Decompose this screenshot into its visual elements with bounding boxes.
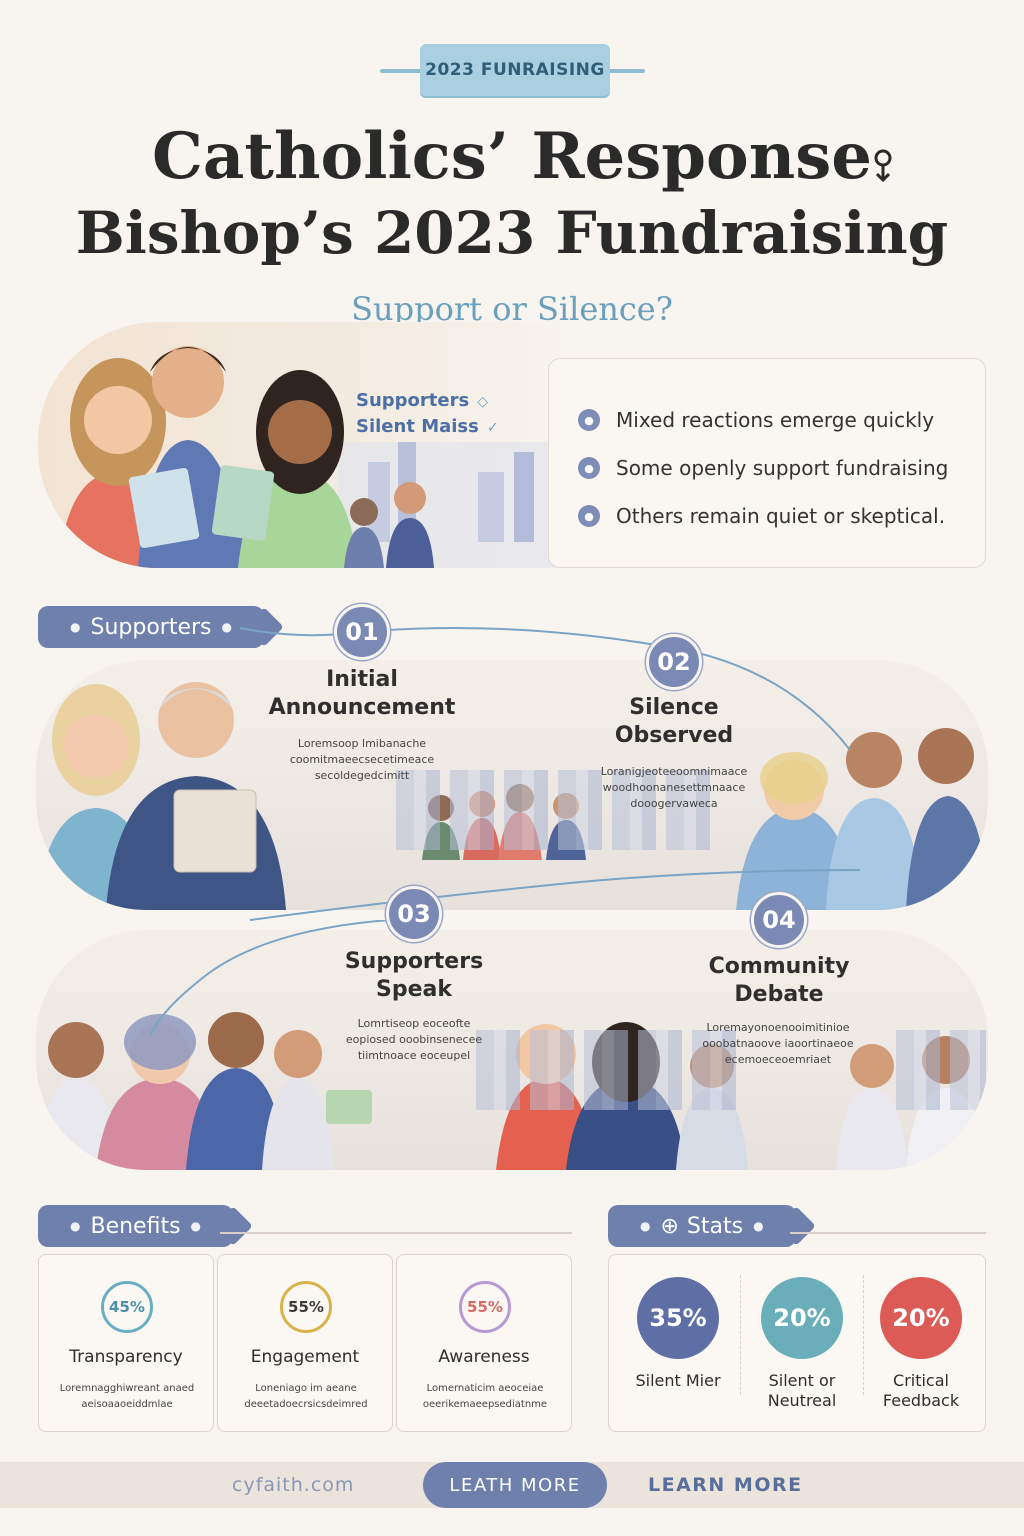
reaction-list: ● Mixed reactions emerge quickly ● Some op… [578, 396, 948, 540]
section-pill-benefits: ● Benefits ● [38, 1205, 234, 1247]
stat-divider [863, 1275, 864, 1395]
step-description: Loranigjeoteeoomnimaace woodhoonanesettm… [600, 765, 748, 810]
reaction-item: ● Some openly support fundraising [578, 444, 948, 492]
benefit-badge-icon: 55% [280, 1281, 332, 1333]
step-number-03: 03 [386, 886, 442, 942]
step-title-line: Announcement [268, 695, 456, 720]
benefit-badge-icon: 45% [101, 1281, 153, 1333]
stat-circle: 35% [637, 1277, 719, 1359]
dot-icon: ● [753, 1219, 764, 1233]
section-label: Supporters [90, 614, 212, 640]
stat-label: Silent Mier [635, 1371, 721, 1390]
section-label: Stats [686, 1213, 744, 1239]
stats-icon: ⊕ [660, 1213, 679, 1239]
step-title-line: Observed [614, 723, 734, 748]
dot-icon: ● [70, 620, 81, 634]
reaction-text: Others remain quiet or skeptical. [616, 504, 946, 528]
stat-circle: 20% [880, 1277, 962, 1359]
step-title-line: Debate [734, 982, 824, 1007]
stat-label: Silent or Neutreal [767, 1371, 837, 1410]
step-title: Community Debate [679, 953, 879, 1009]
step-number-01: 01 [334, 604, 390, 660]
legend-label: Supporters [356, 390, 470, 411]
city-skyline [396, 770, 716, 850]
step-title-line: Silence [629, 695, 719, 720]
city-skyline [896, 1030, 986, 1110]
benefit-badge-icon: 55% [459, 1281, 511, 1333]
benefit-card-awareness: 55% Awareness Lomernaticim aeoceiae oeer… [396, 1254, 572, 1432]
step-title: Silence Observed [574, 694, 774, 750]
reaction-text: Some openly support fundraising [616, 456, 949, 480]
bullet-icon: ● [578, 457, 600, 479]
header-ribbon: 2023 FUNRAISING [0, 44, 1024, 96]
stat-divider [740, 1275, 741, 1395]
timeline-connector-curve [149, 920, 391, 1037]
benefit-description: Loremnagghiwreant anaed aeisoaaoeiddmlae [59, 1383, 195, 1410]
benefit-title: Awareness [438, 1347, 530, 1367]
section-pill-stats: ● ⊕ Stats ● [608, 1205, 796, 1247]
title-line-1: Catholics’ Response [151, 119, 873, 194]
benefit-title: Engagement [250, 1347, 360, 1367]
dot-icon: ● [640, 1219, 651, 1233]
section-label: Benefits [90, 1213, 181, 1239]
step-title-line: Community [708, 954, 850, 979]
step-description: Loremsoop lmibanache coomitmaeecsecetime… [289, 737, 435, 782]
bullet-icon: ● [578, 505, 600, 527]
step-description: Lomrtiseop eoceofte eopiosed ooobinsenec… [345, 1017, 483, 1062]
benefit-description: Loneniago im aeane deeetadoecrsicsdeimre… [244, 1383, 368, 1410]
ribbon-tail-right [585, 69, 645, 73]
timeline-band-bottom [36, 930, 988, 1170]
intro-legend: Supporters ◇ Silent Maiss ✓ [356, 390, 499, 442]
benefit-title: Transparency [69, 1347, 183, 1367]
legend-item-silent: Silent Maiss ✓ [356, 416, 499, 442]
step-title: Supporters Speak [314, 948, 514, 1004]
section-pill-supporters: ● Supporters ● [38, 606, 264, 648]
dot-icon: ● [190, 1219, 202, 1233]
dot-icon: ● [221, 620, 232, 634]
supporters-group-illustration [58, 346, 578, 568]
step-title-line: Supporters [344, 949, 484, 974]
step-title-line: Speak [376, 977, 452, 1002]
timeline-band-top [36, 660, 988, 910]
step-title: Initial Announcement [262, 666, 462, 722]
check-icon: ✓ [486, 420, 499, 436]
intro-summary-card [548, 358, 986, 568]
benefit-card-engagement: 55% Engagement Loneniago im aeane deeeta… [217, 1254, 393, 1432]
section-divider [220, 1232, 572, 1234]
footer-learn-more-link[interactable]: LEARN MORE [648, 1474, 803, 1496]
step-description: Loremayonoenooimitinioe ooobatnaoove iao… [702, 1021, 854, 1066]
timeline-connector [239, 627, 861, 921]
benefit-card-transparency: 45% Transparency Loremnagghiwreant anaed… [38, 1254, 214, 1432]
title-line-2: Bishop’s 2023 Fundraising [75, 199, 949, 267]
ribbon-tail-left [380, 69, 440, 73]
reaction-item: ● Others remain quiet or skeptical. [578, 492, 948, 540]
step-title-line: Initial [326, 667, 398, 692]
page-subtitle: Support or Silence? [351, 290, 673, 328]
legend-label: Silent Maiss [356, 416, 479, 437]
diamond-icon: ◇ [477, 394, 488, 410]
year-banner: 2023 FUNRAISING [420, 44, 610, 96]
legend-item-supporters: Supporters ◇ [356, 390, 499, 416]
step-number-04: 04 [751, 892, 807, 948]
bullet-icon: ● [578, 409, 600, 431]
stat-label: Critical Feedback [882, 1371, 960, 1410]
reaction-text: Mixed reactions emerge quickly [616, 408, 935, 432]
stat-circle: 20% [761, 1277, 843, 1359]
benefit-description: Lomernaticim aeoceiae oeerikemaeepsediat… [422, 1383, 548, 1410]
reaction-item: ● Mixed reactions emerge quickly [578, 396, 948, 444]
dot-icon: ● [70, 1219, 81, 1233]
location-pin-icon [874, 149, 892, 183]
stats-card: 35% Silent Mier 20% Silent or Neutreal 2… [608, 1254, 986, 1432]
page-title: Catholics’ Response Bishop’s 2023 Fundra… [40, 118, 984, 270]
footer-site-link[interactable]: cyfaith.com [232, 1474, 355, 1496]
intro-illustration [38, 322, 578, 568]
learn-more-button[interactable]: LEATH MORE [423, 1462, 607, 1508]
step-number-02: 02 [646, 634, 702, 690]
section-divider [790, 1232, 986, 1234]
city-skyline [476, 1030, 736, 1110]
